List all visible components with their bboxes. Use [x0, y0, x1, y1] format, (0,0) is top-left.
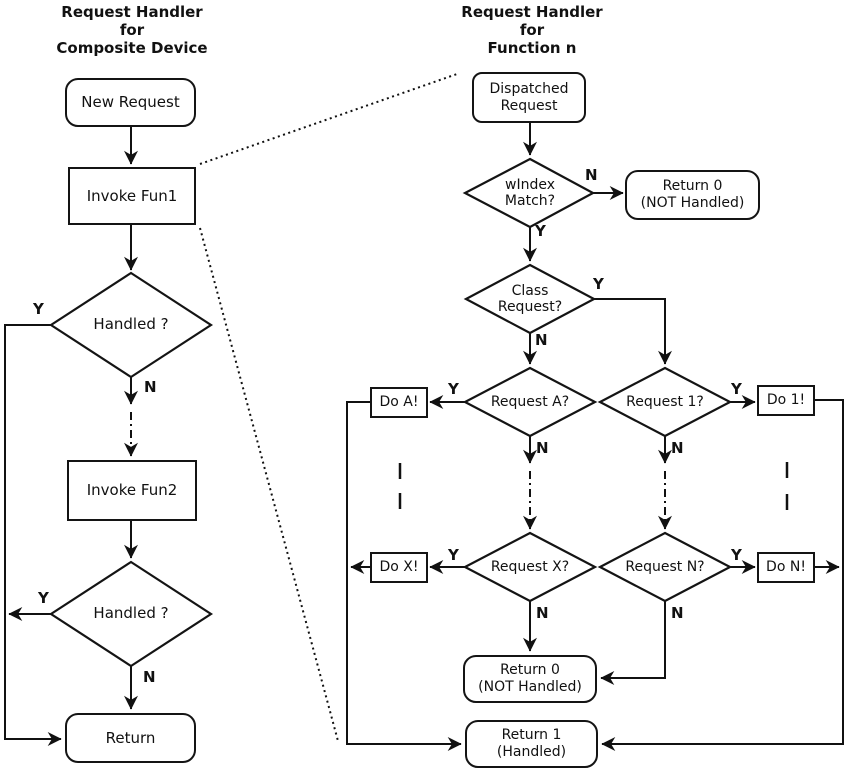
node-dispatched-line2: Request	[500, 97, 558, 114]
label-windex-yes: Y	[535, 222, 546, 240]
node-return: Return	[65, 713, 196, 763]
node-return0-bottom-line1: Return 0	[500, 662, 560, 678]
node-return0-top-line2: (NOT Handled)	[640, 195, 745, 211]
node-do-a-label: Do A!	[379, 394, 419, 410]
diamond-request-n	[597, 531, 733, 603]
right-title-line3: Function n	[487, 39, 577, 57]
label-handled2-no: N	[143, 668, 156, 686]
diamond-windex-match	[462, 157, 596, 229]
node-do-1-label: Do 1!	[766, 392, 806, 408]
node-return0-bottom-line2: (NOT Handled)	[478, 679, 582, 695]
node-invoke-fun2: Invoke Fun2	[67, 460, 197, 521]
node-return0-top: Return 0 (NOT Handled)	[625, 170, 760, 220]
left-title-line1: Request Handler	[61, 3, 203, 21]
label-request-n-yes: Y	[731, 546, 742, 564]
diamond-class-request	[463, 263, 597, 335]
label-handled2-yes: Y	[38, 589, 49, 607]
node-class-request-line1: Class	[511, 283, 549, 299]
edge-do1-rail-return1	[601, 399, 844, 751]
node-return-label: Return	[105, 728, 156, 747]
label-request-n-no: N	[671, 604, 684, 622]
edge-handled1-yes-rail-return	[4, 324, 62, 746]
diamond-handled2	[48, 560, 214, 668]
node-request-n-label: Request N?	[625, 559, 705, 575]
node-request-a-label: Request A?	[490, 394, 570, 410]
node-invoke-fun2-label: Invoke Fun2	[86, 481, 178, 499]
label-request-a-no: N	[536, 439, 549, 457]
node-windex-label: wIndex Match?	[480, 177, 580, 209]
edge-requestn-no-return0	[600, 601, 666, 685]
label-request-a-yes: Y	[448, 380, 459, 398]
label-request-x-yes: Y	[448, 546, 459, 564]
label-request-1-yes: Y	[731, 380, 742, 398]
node-class-request-line2: Request?	[497, 299, 563, 315]
link-dotted-bottom	[199, 227, 339, 742]
node-invoke-fun1-label: Invoke Fun1	[86, 186, 178, 205]
node-do-n-label: Do N!	[766, 559, 806, 575]
node-handled1-label: Handled ?	[93, 315, 169, 333]
node-return1-line2: (Handled)	[496, 744, 567, 760]
node-dispatched-line1: Dispatched	[489, 80, 569, 97]
right-title-line2: for	[519, 21, 545, 39]
edge-class-yes-request1	[594, 298, 672, 365]
node-handled2-label: Handled ?	[93, 604, 169, 622]
node-new-request: New Request	[65, 78, 196, 127]
node-windex-line2: Match?	[504, 193, 556, 209]
node-class-request-label: Class Request?	[480, 283, 580, 315]
label-handled1-yes: Y	[33, 300, 44, 318]
node-do-a: Do A!	[370, 387, 428, 418]
diamond-handled1	[48, 271, 214, 379]
right-title-line1: Request Handler	[461, 3, 603, 21]
node-dispatched-request: Dispatched Request	[472, 72, 586, 123]
node-request-1-label: Request 1?	[626, 394, 704, 410]
node-new-request-label: New Request	[81, 93, 180, 111]
node-invoke-fun1: Invoke Fun1	[68, 167, 196, 225]
node-do-x: Do X!	[370, 552, 428, 583]
diamond-request-1	[597, 366, 733, 438]
node-return1: Return 1 (Handled)	[465, 720, 598, 768]
label-handled1-no: N	[144, 378, 157, 396]
node-return0-bottom: Return 0 (NOT Handled)	[463, 655, 597, 703]
link-dotted-top	[199, 73, 458, 165]
left-diagram-title: Request Handler for Composite Device	[22, 3, 242, 57]
diamond-request-x	[462, 531, 598, 603]
node-return0-top-line1: Return 0	[662, 178, 723, 194]
edge-doa-rail-return1	[346, 401, 462, 751]
label-request-x-no: N	[536, 604, 549, 622]
left-title-line2: for	[119, 21, 145, 39]
node-windex-line1: wIndex	[505, 177, 555, 193]
label-class-no: N	[535, 331, 548, 349]
node-request-x-label: Request X?	[490, 559, 570, 575]
diamond-request-a	[462, 366, 598, 438]
label-request-1-no: N	[671, 439, 684, 457]
node-return1-line1: Return 1	[501, 727, 562, 743]
label-windex-no: N	[585, 166, 598, 184]
right-diagram-title: Request Handler for Function n	[422, 3, 642, 57]
node-do-n: Do N!	[757, 552, 815, 583]
left-title-line3: Composite Device	[56, 39, 208, 57]
label-class-yes: Y	[593, 275, 604, 293]
node-do-1: Do 1!	[757, 385, 815, 416]
node-do-x-label: Do X!	[379, 559, 419, 575]
